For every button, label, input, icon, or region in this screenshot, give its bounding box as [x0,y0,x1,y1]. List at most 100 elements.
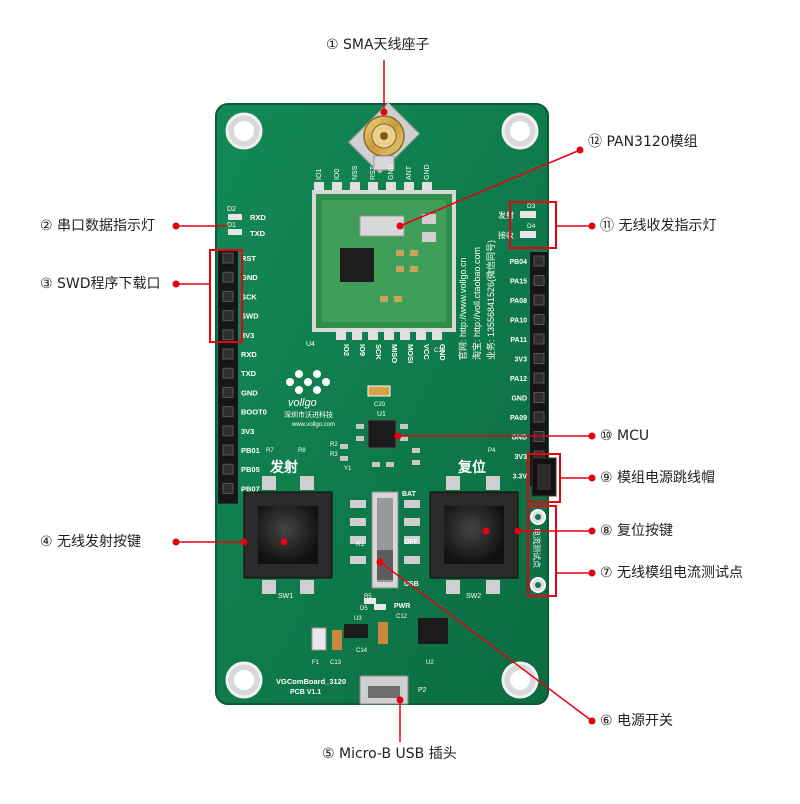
left-header-pin-label: PB01 [241,446,260,455]
svg-text:TXD: TXD [250,229,266,238]
svg-text:PCB V1.1: PCB V1.1 [290,689,321,696]
module-bottom-pin-label: VCC [422,344,431,360]
svg-text:R3: R3 [330,452,338,458]
right-header-pin-label: PB04 [509,259,527,266]
left-header-pin-label: RST [241,254,256,263]
module-bottom-pin-label: IO2 [342,344,351,356]
right-pin-header: PB04PA15PA08PA10PA113V3PA12GNDPA09GND3V3… [509,252,548,486]
left-header-pin [222,444,234,456]
svg-text:复位: 复位 [457,459,486,475]
svg-text:SW1: SW1 [278,593,293,600]
callout-mcu: ⑩ MCU [600,428,650,444]
svg-text:C12: C12 [396,614,408,620]
left-header-pin [222,406,234,418]
svg-text:D1: D1 [227,222,236,229]
right-header-pin [533,353,545,364]
mcu-chip: U1 Y1 R2 R3 [330,411,420,472]
vollgo-logo: vollgo 深圳市沃进科技 www.vollgo.com [284,370,335,428]
left-header-pin [222,463,234,475]
module-bottom-pin-label: MOSI [406,344,415,363]
module-top-pin-label: RST [370,165,377,180]
bottom-components: R5 D5 PWR C12 U3 F1 C13 C14 U2 [311,594,448,666]
right-header-pin [533,333,545,345]
svg-text:VGComBoard_3120: VGComBoard_3120 [276,677,346,686]
right-header-pin-label: GND [511,435,527,442]
left-header-pin [222,271,234,283]
right-header-pin-label: PA08 [510,298,527,305]
current-test-points: 电流测试点 [530,509,546,593]
svg-text:www.vollgo.com: www.vollgo.com [291,422,335,428]
module-bottom-pin-label: MISO [390,344,399,363]
module-top-pin-label: NSS [352,165,359,180]
svg-text:SW2: SW2 [466,593,481,600]
svg-text:C14: C14 [356,648,368,654]
callout-current-test: ⑦ 无线模组电流测试点 [600,565,744,581]
callout-power-switch: ⑥ 电源开关 [600,713,674,729]
svg-text:K1: K1 [356,541,365,548]
callout-sma-antenna: ① SMA天线座子 [326,37,430,53]
right-header-pin-label: PA10 [510,318,527,325]
right-header-pin-label: PA11 [510,337,527,344]
left-header-pin-label: PB07 [241,484,260,493]
svg-text:C13: C13 [330,660,342,666]
right-header-pin-label: 3V3 [515,454,528,461]
right-header-pin-label: PA15 [510,279,527,286]
left-header-pin-label: TXD [241,369,257,378]
svg-text:发射: 发射 [498,210,514,220]
svg-text:Y1: Y1 [344,466,352,472]
left-header-pin-label: SWD [241,312,259,321]
module-top-pin-label: GND [424,164,431,180]
right-header-pin [533,411,545,423]
module-bottom-pin-label: GND [438,344,447,361]
svg-text:业务: 13556841526(微信同号): 业务: 13556841526(微信同号) [485,240,496,360]
right-header-pin-label: PA09 [510,415,527,422]
svg-text:USB: USB [404,581,419,588]
right-header-pin [533,255,545,267]
silkscreen-info: 官网: http://www.vollgo.cn 淘宝: http://voll… [457,240,496,360]
svg-text:U2: U2 [426,660,434,666]
module-top-pin-label: IO1 [316,169,323,180]
svg-text:P2: P2 [418,687,427,694]
left-header-pin-label: 3V3 [241,331,254,340]
left-header-pin [222,425,234,437]
svg-text:C20: C20 [374,402,386,408]
leader-dots [172,108,596,725]
left-header-pin [222,310,234,322]
svg-text:官网: http://www.vollgo.cn: 官网: http://www.vollgo.cn [457,257,468,360]
module-bottom-pin-label: SCK [374,344,383,360]
svg-text:C16: C16 [434,348,446,354]
svg-text:BAT: BAT [402,491,417,498]
module-top-pin-label: IO0 [334,169,341,180]
svg-text:U3: U3 [354,616,362,622]
callout-pan3120: ⑫ PAN3120模组 [588,134,698,150]
svg-text:R2: R2 [330,442,338,448]
svg-text:R5: R5 [364,594,372,600]
micro-usb-connector: P2 [359,675,427,705]
sma-connector [347,101,421,175]
left-header-pin-label: BOOT0 [241,408,267,417]
svg-text:U1: U1 [377,411,386,418]
right-header-pin [533,314,545,325]
svg-text:RXD: RXD [250,213,266,222]
right-header-pin-label: 3.3V [513,474,528,481]
left-pin-header: RSTGNDSCKSWD3V3RXDTXDGNDBOOT03V3PB01PB05… [218,250,267,504]
leader-lines [176,60,593,742]
module-top-pin-label: GND [388,164,395,180]
left-header-pin-label: PB05 [241,465,260,474]
serial-leds: D2 D1 RXD TXD [227,206,266,238]
callout-reset-button: ⑧ 复位按键 [600,523,674,539]
left-header-pin [222,367,234,379]
right-header-pin-label: GND [511,396,527,403]
left-header-pin-label: GND [241,388,258,397]
left-header-pin-label: GND [241,273,258,282]
callout-swd-port: ③ SWD程序下载口 [40,276,161,292]
svg-text:vollgo: vollgo [288,397,317,409]
mounting-holes [225,112,539,699]
left-header-pin [222,252,234,264]
left-header-pin [222,386,234,398]
reset-button: 复位 P4 SW2 [429,448,519,600]
svg-text:D3: D3 [527,203,536,210]
